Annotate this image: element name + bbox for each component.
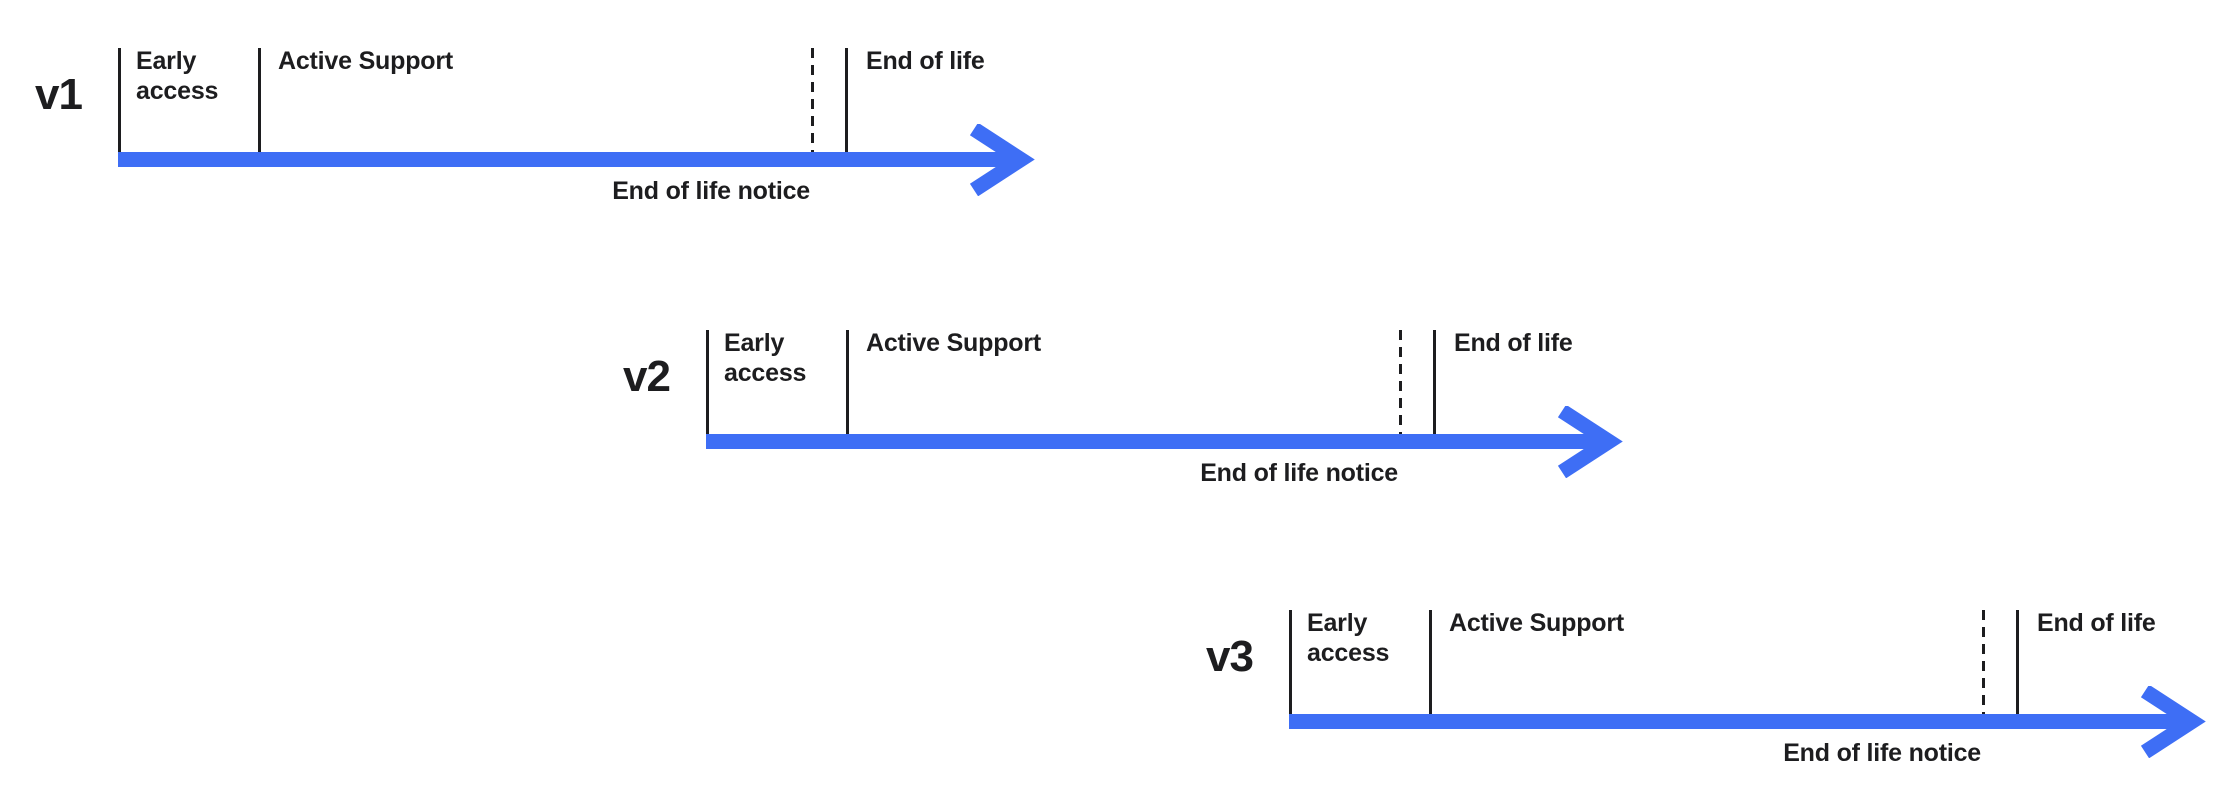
version-label: v1 [35, 70, 83, 119]
arrow-shaft [118, 152, 1021, 167]
timeline-row-v2: v2 Early access Active Support End of li… [623, 329, 1646, 502]
end-of-life-notice-label: End of life notice [612, 177, 810, 205]
arrow-head-icon [969, 124, 1035, 196]
end-of-life-label: End of life [1454, 329, 1573, 357]
timeline-row-v3: v3 Early access Active Support End of li… [1206, 609, 2228, 782]
active-support-label: Active Support [866, 329, 1041, 357]
timeline-row-v1: v1 Early access Active Support End of li… [35, 47, 1058, 220]
timeline-arrow [118, 124, 1035, 196]
active-support-start-tick [846, 330, 849, 434]
version-label: v2 [623, 352, 671, 401]
end-of-life-notice-label: End of life notice [1200, 459, 1398, 487]
early-access-start-tick [118, 48, 121, 152]
end-of-life-notice-dashed-line [811, 48, 814, 152]
active-support-label: Active Support [1449, 609, 1624, 637]
end-of-life-tick [845, 48, 848, 152]
end-of-life-notice-dashed-line [1399, 330, 1402, 434]
end-of-life-label: End of life [866, 47, 985, 75]
early-access-label: Early access [724, 329, 807, 387]
version-label: v3 [1206, 632, 1254, 681]
early-access-start-tick [706, 330, 709, 434]
timeline-arrow [706, 406, 1623, 478]
arrow-head-icon [1557, 406, 1623, 478]
active-support-start-tick [1429, 610, 1432, 714]
early-access-label: Early access [1307, 609, 1390, 667]
arrow-shaft [1289, 714, 2192, 729]
end-of-life-notice-dashed-line [1982, 610, 1985, 714]
end-of-life-tick [1433, 330, 1436, 434]
end-of-life-tick [2016, 610, 2019, 714]
active-support-label: Active Support [278, 47, 453, 75]
timeline-arrow [1289, 686, 2206, 758]
early-access-label: Early access [136, 47, 219, 105]
end-of-life-notice-label: End of life notice [1783, 739, 1981, 767]
arrow-head-icon [2140, 686, 2206, 758]
arrow-shaft [706, 434, 1609, 449]
early-access-start-tick [1289, 610, 1292, 714]
active-support-start-tick [258, 48, 261, 152]
end-of-life-label: End of life [2037, 609, 2156, 637]
